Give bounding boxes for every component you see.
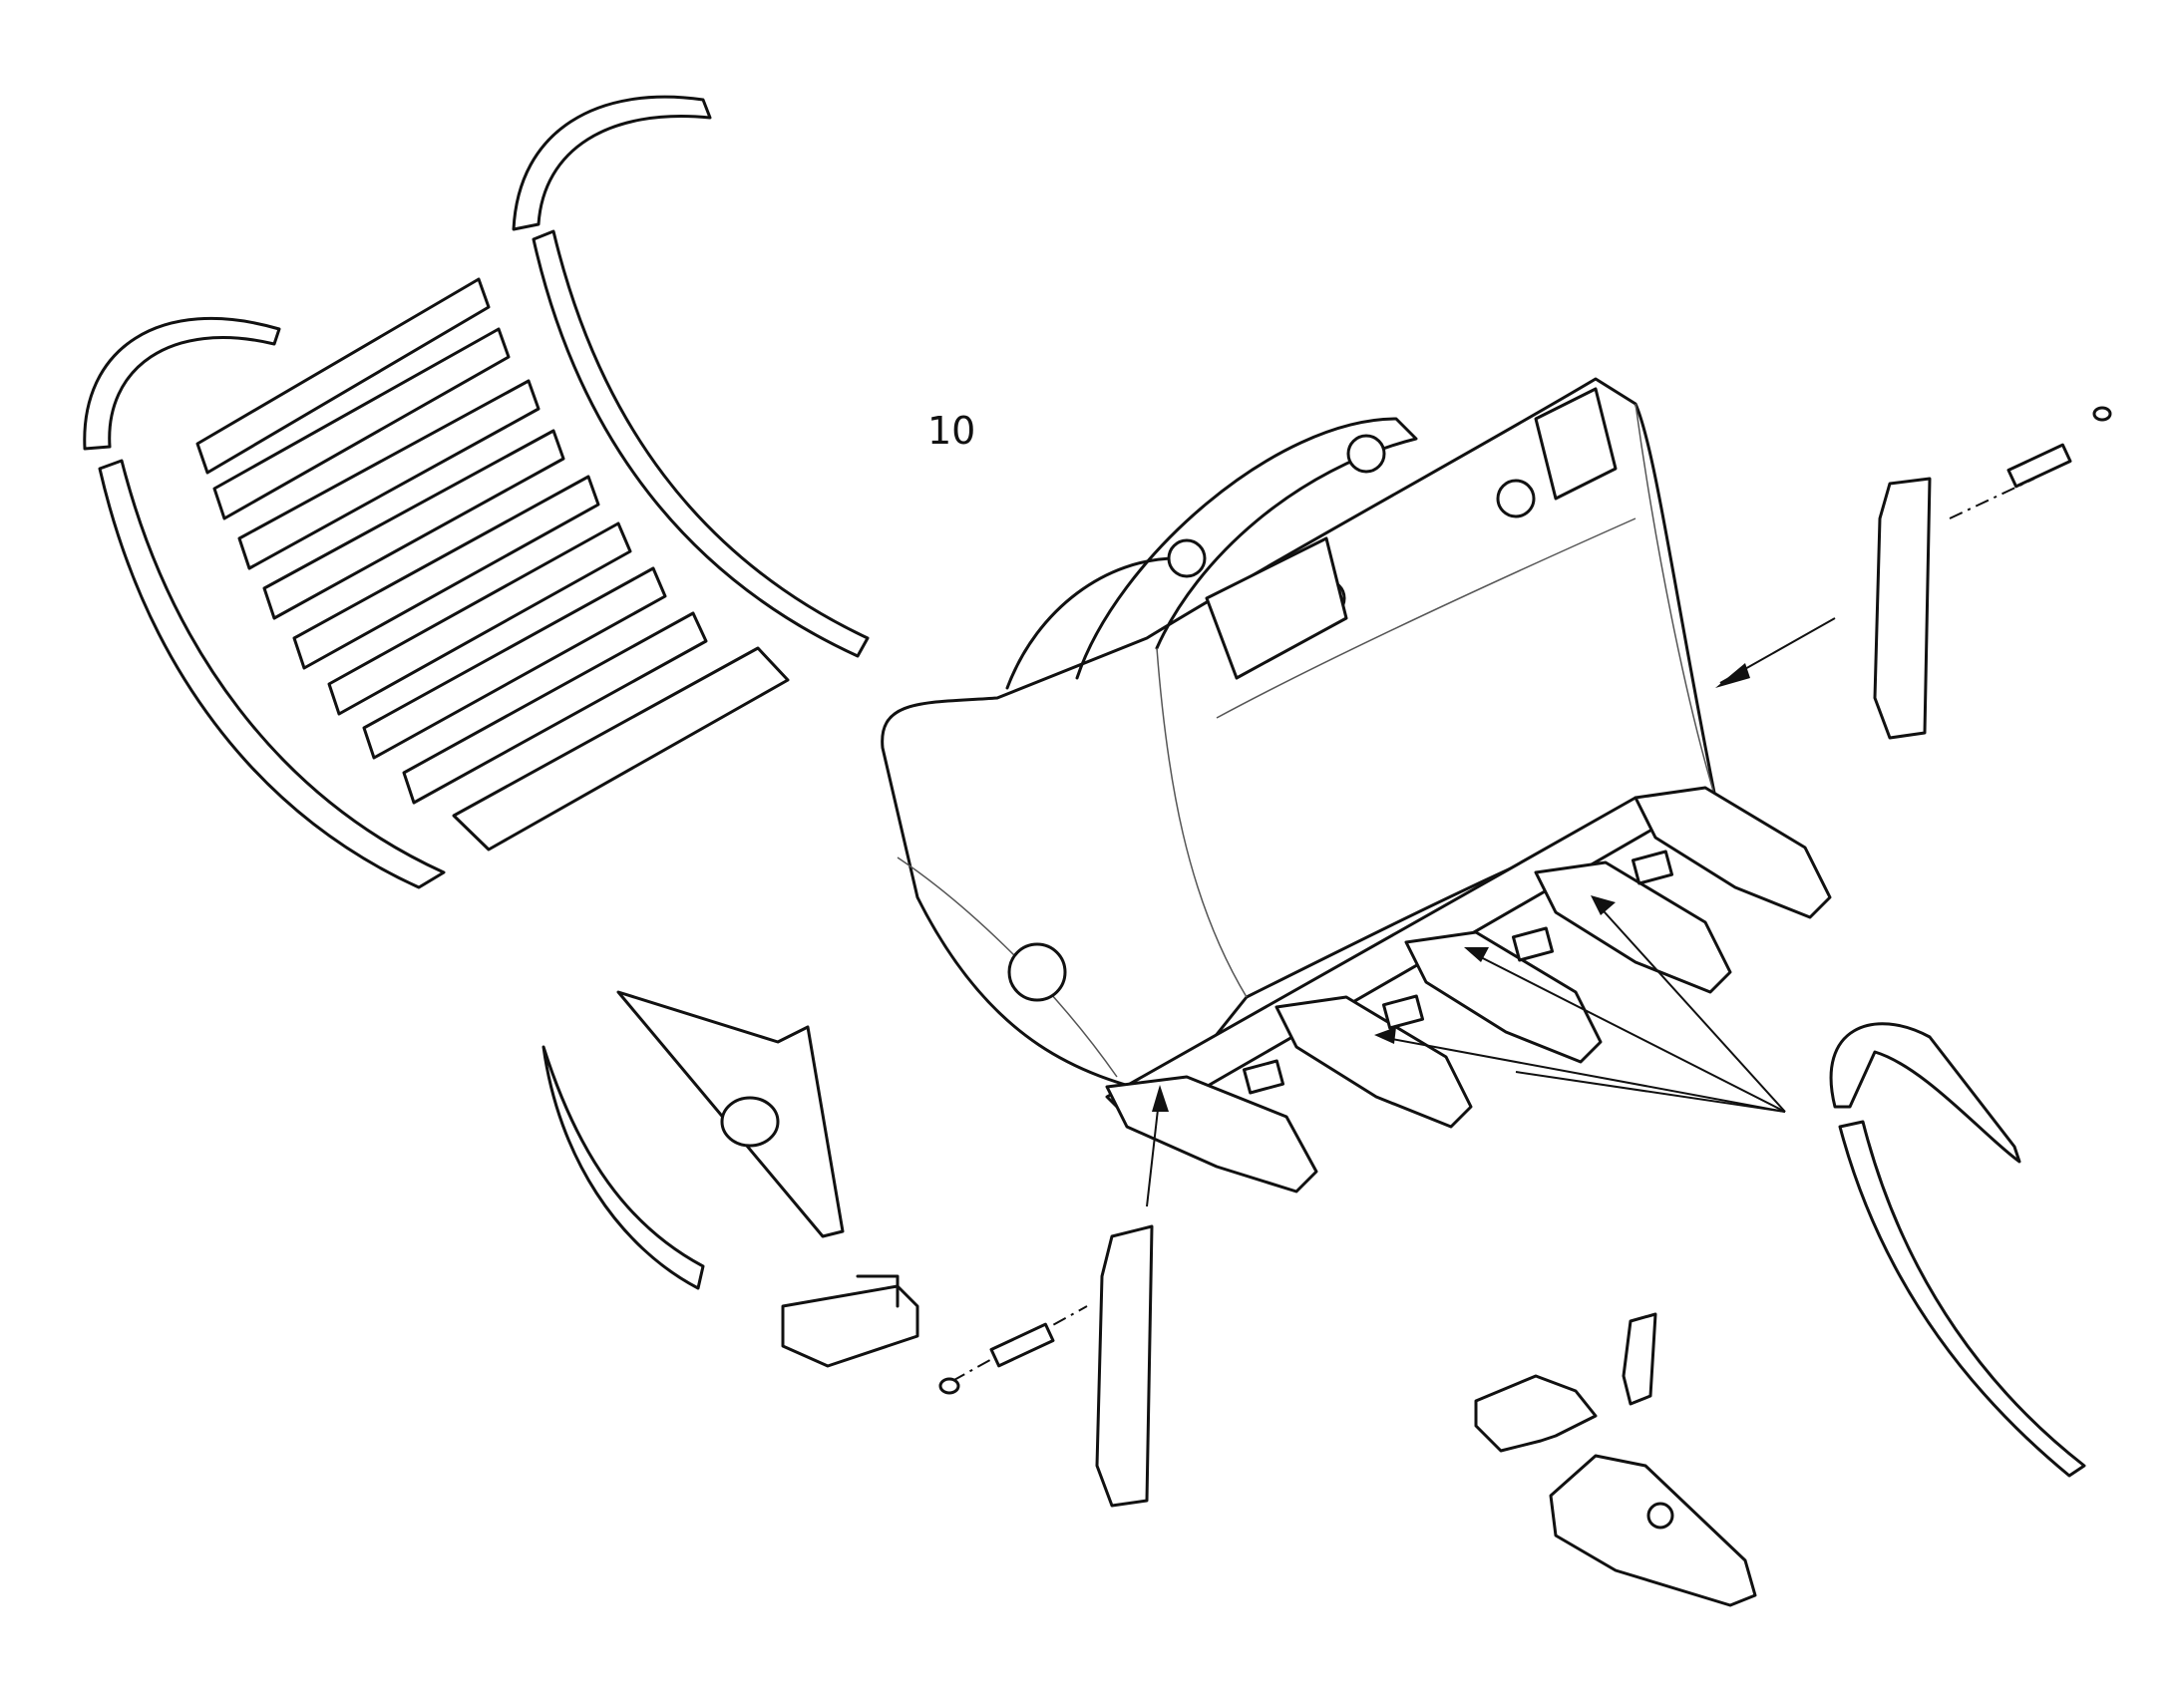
tooth-lock bbox=[1622, 1312, 1657, 1406]
wear-block bbox=[781, 1274, 919, 1368]
wear-strip-arc-upper bbox=[512, 95, 712, 231]
side-strip-right-upper bbox=[1829, 1022, 2021, 1164]
tooth-tip bbox=[1549, 1454, 1757, 1607]
side-strip-right-lower bbox=[1838, 1120, 2086, 1478]
gusset-plate bbox=[616, 990, 845, 1238]
side-cutter-right bbox=[1873, 477, 1932, 740]
wear-plates bbox=[195, 277, 790, 852]
wear-strip-curve-left bbox=[98, 459, 446, 889]
wear-strip-curve-right bbox=[532, 229, 870, 658]
bucket-body bbox=[881, 377, 1717, 1099]
pin-left bbox=[938, 1305, 1088, 1395]
side-cutter-left bbox=[1095, 1224, 1154, 1508]
callout-label: 10 bbox=[927, 409, 976, 453]
pin-right bbox=[1949, 406, 2112, 519]
tooth-adapter bbox=[1474, 1374, 1598, 1453]
wear-strip-arc-left bbox=[83, 317, 281, 451]
leader-arrows bbox=[1146, 617, 1836, 1207]
side-strip-lower-left bbox=[542, 1045, 705, 1290]
